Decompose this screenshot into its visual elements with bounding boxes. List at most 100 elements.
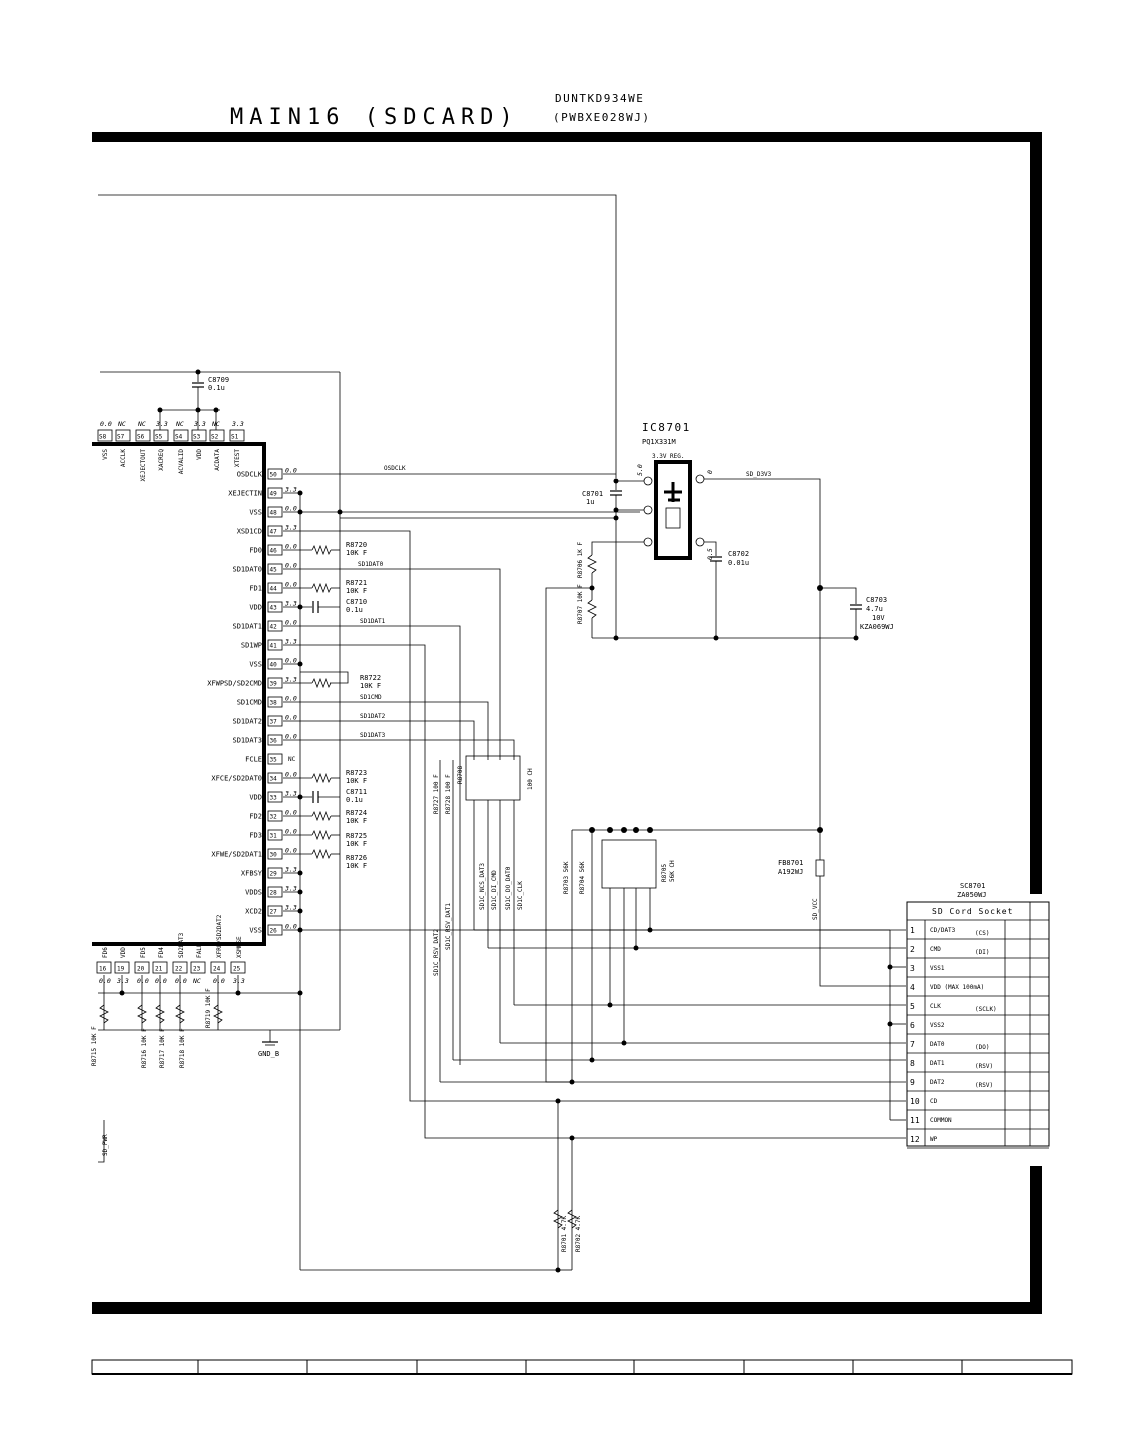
socket-pin-note: (SCLK)	[975, 1006, 997, 1013]
chip-top-pins: S8VSS0.0S7ACCLKNCS6XEJECTOUTNCS5XACREQ3.…	[97, 420, 245, 482]
socket-pin-name: VDD (MAX 100mA)	[930, 984, 984, 991]
socket-pin-number: 6	[910, 1021, 915, 1030]
r8723-ref: R8723	[346, 769, 367, 777]
pin-voltage: 0.0	[285, 543, 297, 551]
pin-voltage: 3.3	[232, 977, 245, 985]
pin-number: 35	[270, 757, 278, 764]
r8719-label: R8719 10K F	[205, 988, 212, 1028]
pin-number: S2	[211, 434, 219, 441]
pin-box	[114, 961, 130, 974]
c8710-ref: C8710	[346, 598, 367, 606]
pin-number: 32	[270, 814, 278, 821]
pin-name: OSDCLK	[237, 471, 263, 479]
pin-box	[97, 429, 113, 442]
pin-name: XFRE/SD2DAT2	[216, 914, 223, 958]
r8707-label: R8707 10K F	[577, 584, 584, 624]
socket-pin-name: DAT2	[930, 1079, 945, 1086]
pin-name: XFCE/SD2DAT0	[211, 775, 262, 783]
r8725-val: 10K F	[346, 840, 367, 848]
pin-box	[267, 753, 283, 765]
r8722-val: 10K F	[360, 682, 381, 690]
r8706-label: R8706 1K F	[577, 541, 584, 578]
pin-voltage: 0.0	[285, 505, 297, 513]
pin-box	[267, 544, 283, 556]
pin-number: S6	[137, 434, 145, 441]
pin-name: VDDS	[245, 889, 262, 897]
r8723-val: 10K F	[346, 777, 367, 785]
pin-number: 30	[270, 852, 278, 859]
net-sd1c-rsv1: SD1C_RSV_DAT1	[445, 903, 452, 950]
pin-name: XACREQ	[158, 449, 165, 471]
ic8701-desc: 3.3V REG.	[652, 453, 685, 460]
r8718-label: R8718 10K F	[179, 1028, 186, 1068]
r8724-val: 10K F	[346, 817, 367, 825]
pin-voltage: 3.3	[284, 600, 297, 608]
socket-pin-name: DAT1	[930, 1060, 945, 1067]
net-sd1c-clk: SD1C_CLK	[517, 881, 524, 910]
pin-number: 26	[270, 928, 278, 935]
pin-voltage: 0.0	[285, 847, 297, 855]
socket-part: ZA050WJ	[957, 891, 987, 899]
pin-box	[267, 677, 283, 689]
pin-name: VSS	[249, 661, 262, 669]
net-sd1dat0: SD1DAT0	[358, 561, 384, 568]
pin-voltage: 0.0	[285, 771, 297, 779]
pin-voltage: NC	[175, 420, 184, 428]
pin-voltage: NC	[117, 420, 126, 428]
ic8701-part: PQ1X331M	[642, 438, 676, 446]
pin-name: FALE	[196, 943, 203, 958]
pin-name: XFWPSD/SD2CMD	[207, 680, 262, 688]
net-sd1c-rsv2: SD1C_RSV_DAT2	[433, 929, 440, 976]
wiring	[98, 194, 1050, 1273]
net-labels: OSDCLK SD1DAT0 SD1DAT1 SD1CMD SD1DAT2 SD…	[288, 465, 772, 763]
pwb-number: (PWBXE028WJ)	[553, 111, 650, 124]
pin-name: XCD2	[245, 908, 262, 916]
pin-box	[267, 468, 283, 480]
net-osdclk: OSDCLK	[384, 465, 406, 472]
r8703-label: R8703 56K	[563, 861, 570, 894]
c8711-val: 0.1u	[346, 796, 363, 804]
pin-voltage: 0.0	[285, 657, 297, 665]
pin-voltage: 3.3	[284, 638, 297, 646]
socket-pin-name: VSS2	[930, 1022, 945, 1029]
pin-number: S8	[99, 434, 107, 441]
pin-number: 46	[270, 548, 278, 555]
r8705-label: R8705	[661, 864, 668, 882]
r8722-ref: R8722	[360, 674, 381, 682]
c8703-volt: 10V	[872, 614, 885, 622]
pin-name: XEJECTIN	[228, 490, 262, 498]
chip-bottom-pins: 16FD60.019VDD3.320FD50.021FD40.022SD2DAT…	[96, 914, 246, 985]
pin-number: 33	[270, 795, 278, 802]
pin-number: 36	[270, 738, 278, 745]
pin-box	[267, 506, 283, 518]
pin-name: ACDATA	[214, 449, 221, 471]
c8709-val: 0.1u	[208, 384, 225, 392]
sheet-title: MAIN16 (SDCARD)	[230, 105, 519, 130]
pin-name: SD1DAT2	[232, 718, 262, 726]
pin-box	[267, 772, 283, 784]
pin-box	[190, 961, 206, 974]
r8701-label: R8701 4.7K	[561, 1215, 568, 1252]
pin-name: SD1DAT3	[232, 737, 262, 745]
socket-pin-number: 10	[910, 1097, 920, 1106]
r8715-label: R8715 10K F	[91, 1026, 98, 1066]
pin-voltage: 3.3	[155, 420, 168, 428]
title-block	[91, 1359, 1073, 1375]
